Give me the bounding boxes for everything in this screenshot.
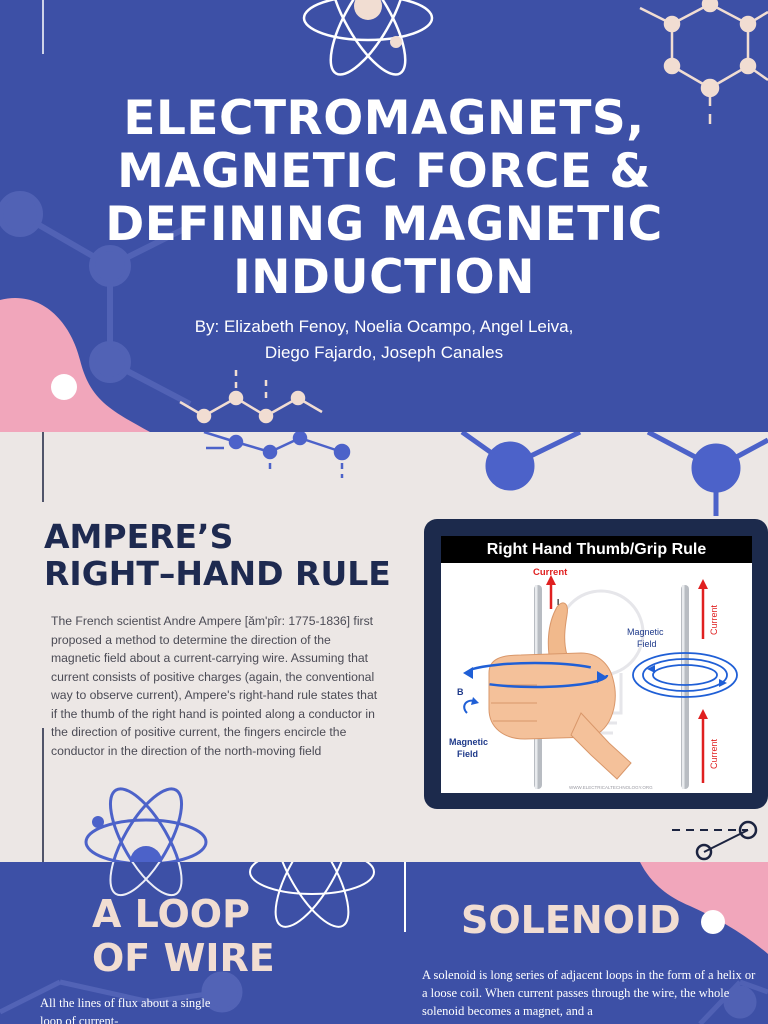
- loop-solenoid-section: A LOOP OF WIRE All the lines of flux abo…: [0, 862, 768, 1024]
- svg-text:Magnetic: Magnetic: [449, 737, 488, 747]
- figure-title: Right Hand Thumb/Grip Rule: [441, 536, 752, 563]
- molecule-decoration: [0, 862, 768, 1024]
- title-line: MAGNETIC FORCE &: [117, 144, 651, 199]
- loop-heading: A LOOP OF WIRE: [92, 892, 372, 980]
- magnetic-field-label-left: Magnetic: [449, 737, 488, 747]
- solenoid-heading: SOLENOID: [461, 898, 681, 942]
- ampere-heading: AMPERE’S RIGHT–HAND RULE: [44, 518, 424, 592]
- pink-blob: [0, 298, 150, 432]
- title-line: INDUCTION: [233, 250, 535, 305]
- title-line: DEFINING MAGNETIC: [105, 197, 663, 252]
- loop-body: All the lines of flux about a single loo…: [40, 996, 211, 1024]
- current-i-label: I: [557, 598, 559, 607]
- divider-line: [404, 862, 406, 932]
- magnetic-field-label-right: Magnetic: [627, 627, 664, 637]
- heading-line: AMPERE’S: [44, 517, 234, 556]
- atom-icon: [302, 0, 434, 76]
- molecule-decoration: [42, 432, 768, 862]
- svg-text:Field: Field: [637, 639, 657, 649]
- ampere-body: The French scientist Andre Ampere [ăm'pî…: [51, 614, 378, 758]
- magnetic-field-label-right: Field: [637, 639, 657, 649]
- authors-line: By: Elizabeth Fenoy, Noelia Ocampo, Ange…: [194, 317, 574, 336]
- right-hand-rule-figure: Right Hand Thumb/Grip Rule Current I B: [441, 536, 752, 793]
- title-section: ELECTROMAGNETS, MAGNETIC FORCE & DEFININ…: [0, 0, 768, 432]
- pink-blob: [640, 862, 768, 954]
- svg-text:Magnetic: Magnetic: [627, 627, 664, 637]
- magnetic-field-label-left: Field: [457, 749, 478, 759]
- current-label-top: Current: [533, 567, 568, 578]
- authors-byline: By: Elizabeth Fenoy, Noelia Ocampo, Ange…: [84, 314, 684, 366]
- atom-icon: [249, 862, 375, 928]
- heading-line: A LOOP: [92, 892, 250, 936]
- hand-icon: [488, 602, 632, 780]
- solenoid-body: A solenoid is long series of adjacent lo…: [422, 968, 756, 1018]
- heading-line: OF WIRE: [92, 936, 275, 980]
- authors-line: Diego Fajardo, Joseph Canales: [264, 343, 504, 362]
- atom-icon: [84, 787, 208, 862]
- right-hand-rule-illustration: Current I B Magnetic Field Mag: [449, 567, 738, 790]
- figure-watermark: WWW.ELECTRICALTECHNOLOGY.ORG: [569, 785, 653, 790]
- current-label-right-top: Current: [709, 604, 719, 635]
- svg-text:Field: Field: [457, 749, 478, 759]
- molecule-decoration: [0, 0, 768, 432]
- b-field-label: B: [457, 687, 464, 697]
- current-label-right-bottom: Current: [709, 738, 719, 769]
- hexagon-molecule-icon: [639, 0, 768, 128]
- page-title: ELECTROMAGNETS, MAGNETIC FORCE & DEFININ…: [40, 92, 728, 304]
- heading-line: RIGHT–HAND RULE: [44, 554, 391, 593]
- title-line: ELECTROMAGNETS,: [123, 91, 645, 146]
